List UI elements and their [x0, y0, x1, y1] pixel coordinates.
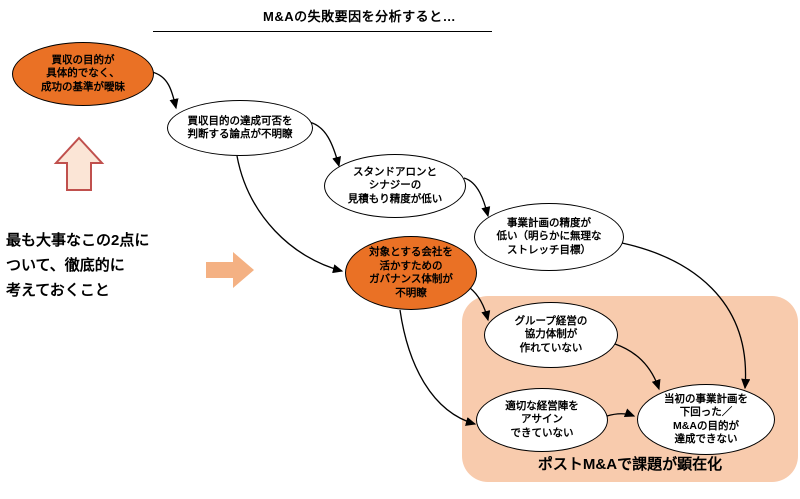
arrow-governance-to-group — [469, 287, 491, 322]
node-result-below-plan: 当初の事業計画を 下回った／ M&Aの目的が 達成できない — [637, 384, 775, 455]
node-business-plan-text: 事業計画の精度が 低い（明らかに無理な ストレッチ目標） — [496, 216, 602, 256]
arrow-bizplan-to-result — [621, 242, 751, 390]
node-business-plan: 事業計画の精度が 低い（明らかに無理な ストレッチ目標） — [474, 203, 624, 271]
title-underline — [153, 31, 492, 32]
left-note: 最も大事なこの2点に ついて、徹底的に 考えておくこと — [6, 232, 150, 299]
arrow-standalone-to-bizplan — [463, 177, 491, 218]
node-standalone-synergy-text: スタンドアロンと シナジーの 見積もり精度が低い — [347, 165, 443, 205]
arrow-purpose-to-criteria — [151, 71, 179, 110]
node-result-below-plan-text: 当初の事業計画を 下回った／ M&Aの目的が 達成できない — [664, 392, 748, 446]
arrow-criteria-to-standalone — [308, 121, 341, 168]
node-management-assign-text: 適切な経営陣を アサイン できていない — [505, 399, 579, 439]
node-acquisition-purpose-text: 買収の目的が 具体的でなく、 成功の基準が曖昧 — [41, 53, 125, 93]
node-group-cooperation-text: グループ経営の 協力体制が 作れていない — [514, 314, 588, 354]
node-standalone-synergy: スタンドアロンと シナジーの 見積もり精度が低い — [324, 154, 466, 218]
node-governance: 対象とする会社を 活かすための ガバナンス体制が 不明瞭 — [345, 236, 477, 310]
diagram-title: M&Aの失敗要因を分析すると… — [263, 9, 457, 24]
arrow-management-to-result — [606, 408, 636, 418]
arrow-governance-to-management — [399, 309, 477, 426]
node-group-cooperation: グループ経営の 協力体制が 作れていない — [484, 302, 618, 368]
node-acquisition-purpose: 買収の目的が 具体的でなく、 成功の基準が曖昧 — [12, 42, 154, 106]
node-governance-text: 対象とする会社を 活かすための ガバナンス体制が 不明瞭 — [369, 246, 453, 299]
right-block-arrow — [206, 252, 254, 288]
up-block-arrow — [53, 136, 105, 191]
arrow-group-to-result — [614, 343, 661, 391]
arrow-criteria-to-governance — [236, 155, 344, 274]
node-judgment-criteria: 買収目的の達成可否を 判断する論点が不明瞭 — [167, 100, 313, 156]
node-management-assign: 適切な経営陣を アサイン できていない — [476, 388, 608, 452]
post-ma-label: ポストM&Aで課題が顕在化 — [537, 456, 723, 473]
node-judgment-criteria-text: 買収目的の達成可否を 判断する論点が不明瞭 — [187, 114, 293, 141]
